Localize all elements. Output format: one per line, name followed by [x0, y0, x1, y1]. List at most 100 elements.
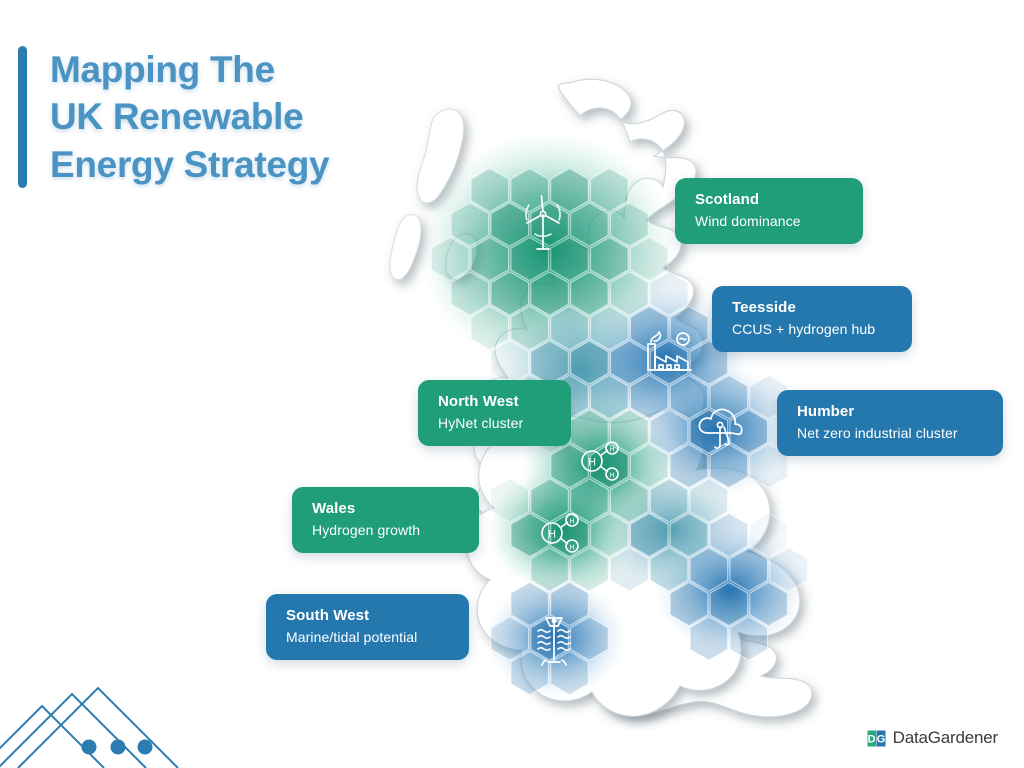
hex-cell [729, 616, 768, 661]
hex-cell [729, 547, 768, 592]
hex-cell [729, 409, 768, 454]
hex-cell [510, 167, 549, 213]
hex-cell [769, 547, 808, 592]
region-card-title: South West [286, 607, 370, 624]
hex-cell [669, 374, 709, 420]
hex-cell [550, 443, 589, 489]
hex-cell [669, 581, 709, 627]
region-card-title: Humber [797, 403, 855, 420]
tidal-turbine-icon [532, 612, 576, 668]
hex-cell [649, 409, 689, 454]
hex-cell [490, 340, 529, 385]
decorative-chevron-pattern [0, 686, 179, 768]
hex-cell [689, 547, 729, 592]
hex-cell [649, 340, 689, 385]
page-title-line-1: Mapping The [50, 49, 275, 90]
hex-cell [510, 650, 549, 696]
region-card-north-west[interactable]: North West HyNet cluster [418, 380, 571, 447]
brand-name: DataGardener [892, 728, 999, 747]
hex-cell [610, 547, 649, 592]
hex-cell [530, 340, 569, 385]
hex-cell [550, 236, 589, 282]
hex-cell [510, 581, 549, 627]
deco-dot [110, 739, 126, 755]
hex-cell [570, 409, 609, 454]
hex-cell [630, 374, 669, 420]
hydrogen-molecule-icon: H H H [538, 510, 584, 556]
region-card-subtitle: Wind dominance [695, 212, 801, 229]
title-block: Mapping The UK Renewable Energy Strategy [18, 46, 330, 189]
region-card-title: Wales [312, 500, 356, 517]
region-card-subtitle: Hydrogen growth [312, 521, 421, 538]
hex-cell [570, 340, 609, 385]
hex-cell [610, 478, 649, 523]
region-card-subtitle: Marine/tidal potential [286, 628, 418, 645]
hex-cell [630, 512, 669, 558]
region-card-south-west[interactable]: South West Marine/tidal potential [266, 594, 469, 661]
deco-dot [137, 739, 153, 755]
hex-cell [470, 167, 509, 213]
hex-cell [590, 512, 629, 558]
region-card-scotland[interactable]: Scotland Wind dominance [675, 178, 863, 245]
hex-cell [490, 271, 529, 316]
wind-turbine-icon [520, 193, 566, 253]
hex-cell [590, 305, 629, 351]
hex-cell [649, 271, 689, 316]
hex-cell [570, 547, 609, 592]
region-card-teesside[interactable]: Teesside CCUS + hydrogen hub [712, 286, 912, 353]
hex-cell [610, 340, 649, 385]
hex-cell [689, 478, 729, 523]
hex-cell [550, 512, 589, 558]
hex-cell [550, 167, 589, 213]
region-card-humber[interactable]: Humber Net zero industrial cluster [777, 390, 1003, 457]
hex-cell [550, 581, 589, 627]
svg-text:D: D [867, 733, 875, 745]
hex-cell [470, 305, 509, 351]
region-card-subtitle: CCUS + hydrogen hub [732, 320, 876, 337]
hex-cell [590, 236, 629, 282]
svg-text:G: G [876, 733, 885, 745]
region-card-title: Teesside [732, 299, 796, 316]
hex-cell [530, 271, 569, 316]
hex-cell [709, 512, 749, 558]
region-card-title: Scotland [695, 191, 760, 208]
svg-text:H: H [569, 545, 574, 552]
hex-cell [669, 443, 709, 489]
page-title-line-3: Energy Strategy [50, 143, 330, 185]
hex-cell [749, 512, 788, 558]
region-card-title: North West [438, 393, 519, 410]
deco-dot [81, 739, 97, 755]
hex-cell [630, 443, 669, 489]
hydrogen-molecule-icon: H H H [578, 438, 624, 484]
hex-cell [510, 305, 549, 351]
factory-icon [642, 328, 696, 372]
hex-cell [709, 374, 749, 420]
page-title: Mapping The UK Renewable Energy Strategy [50, 46, 330, 188]
region-card-wales[interactable]: Wales Hydrogen growth [292, 487, 479, 554]
hex-cell [450, 202, 490, 247]
svg-text:H: H [548, 529, 556, 541]
hex-cell [610, 271, 649, 316]
hex-cell [689, 409, 729, 454]
hex-cell [490, 478, 529, 523]
hex-cell [430, 236, 470, 282]
page-title-line-2: UK Renewable [50, 96, 304, 138]
title-accent-bar [18, 46, 27, 189]
hex-cell [550, 305, 589, 351]
hex-cell [689, 616, 729, 661]
svg-text:H: H [609, 473, 614, 480]
hex-cell [570, 202, 609, 247]
hex-cell [709, 581, 749, 627]
hex-cell [470, 236, 509, 282]
region-card-subtitle: Net zero industrial cluster [797, 424, 958, 441]
hex-cell [590, 167, 629, 213]
datagardener-mark-icon: D G [867, 730, 886, 746]
hex-cell [530, 478, 569, 523]
region-card-subtitle: HyNet cluster [438, 414, 524, 431]
svg-text:H: H [609, 447, 614, 454]
hex-cell [610, 202, 649, 247]
svg-text:H: H [569, 519, 574, 526]
hex-cell [590, 374, 629, 420]
hex-cell [749, 443, 788, 489]
hex-cell [689, 340, 729, 385]
